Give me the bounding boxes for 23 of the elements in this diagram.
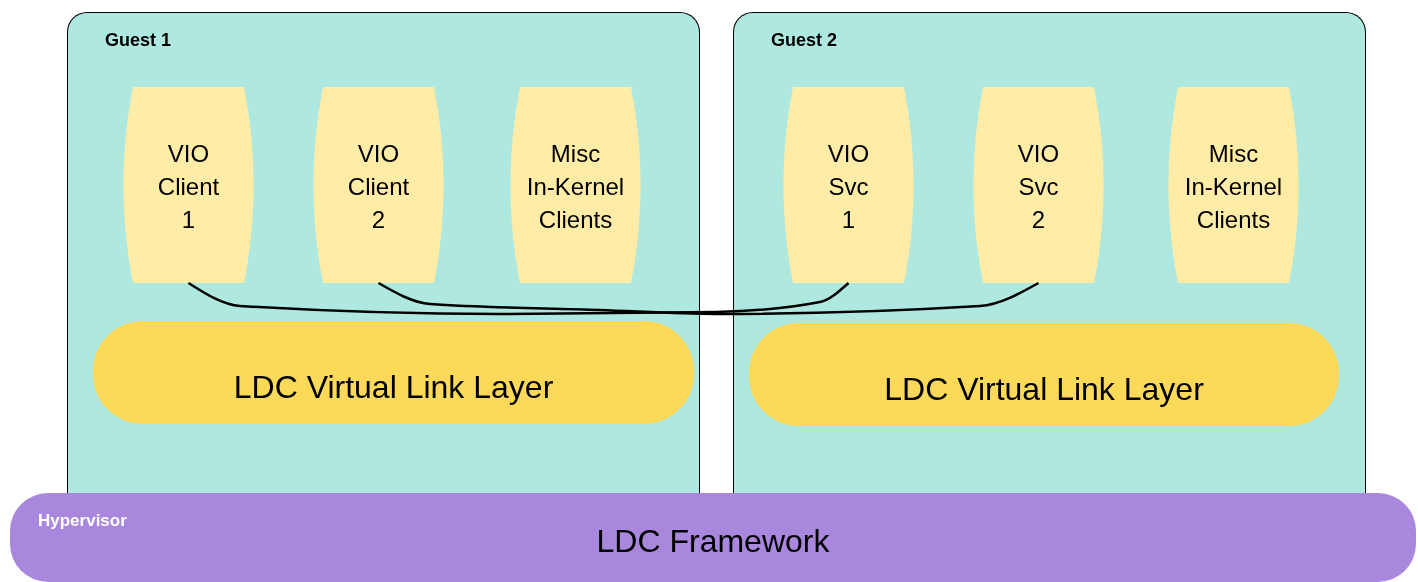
guest-panel [733, 12, 1366, 493]
panel-heading: Guest 2 [771, 30, 838, 51]
connector-line [187, 281, 850, 316]
guest-panel [67, 12, 700, 493]
pillar-label: VIO Svc 2 [1016, 139, 1061, 235]
pillar-label: VIO Svc 1 [826, 139, 871, 235]
module-pillar [508, 87, 643, 283]
module-pillar [971, 87, 1106, 283]
pillar-label: Misc In-Kernel Clients [525, 139, 626, 235]
panel-heading: Guest 1 [105, 30, 172, 51]
layer-label: LDC Virtual Link Layer [883, 371, 1205, 408]
layer-label: LDC Virtual Link Layer [232, 369, 555, 406]
connector-line [377, 281, 1040, 316]
hypervisor-band [10, 493, 1416, 582]
pillar-label: Misc In-Kernel Clients [1183, 139, 1284, 235]
module-pillar [311, 87, 446, 283]
band-heading: Hypervisor [38, 511, 127, 531]
module-pillar [1166, 87, 1301, 283]
module-pillar [781, 87, 916, 283]
band-label: LDC Framework [595, 523, 831, 560]
pillar-label: VIO Client 1 [156, 139, 221, 235]
module-pillar [121, 87, 256, 283]
pillar-label: VIO Client 2 [346, 139, 411, 235]
